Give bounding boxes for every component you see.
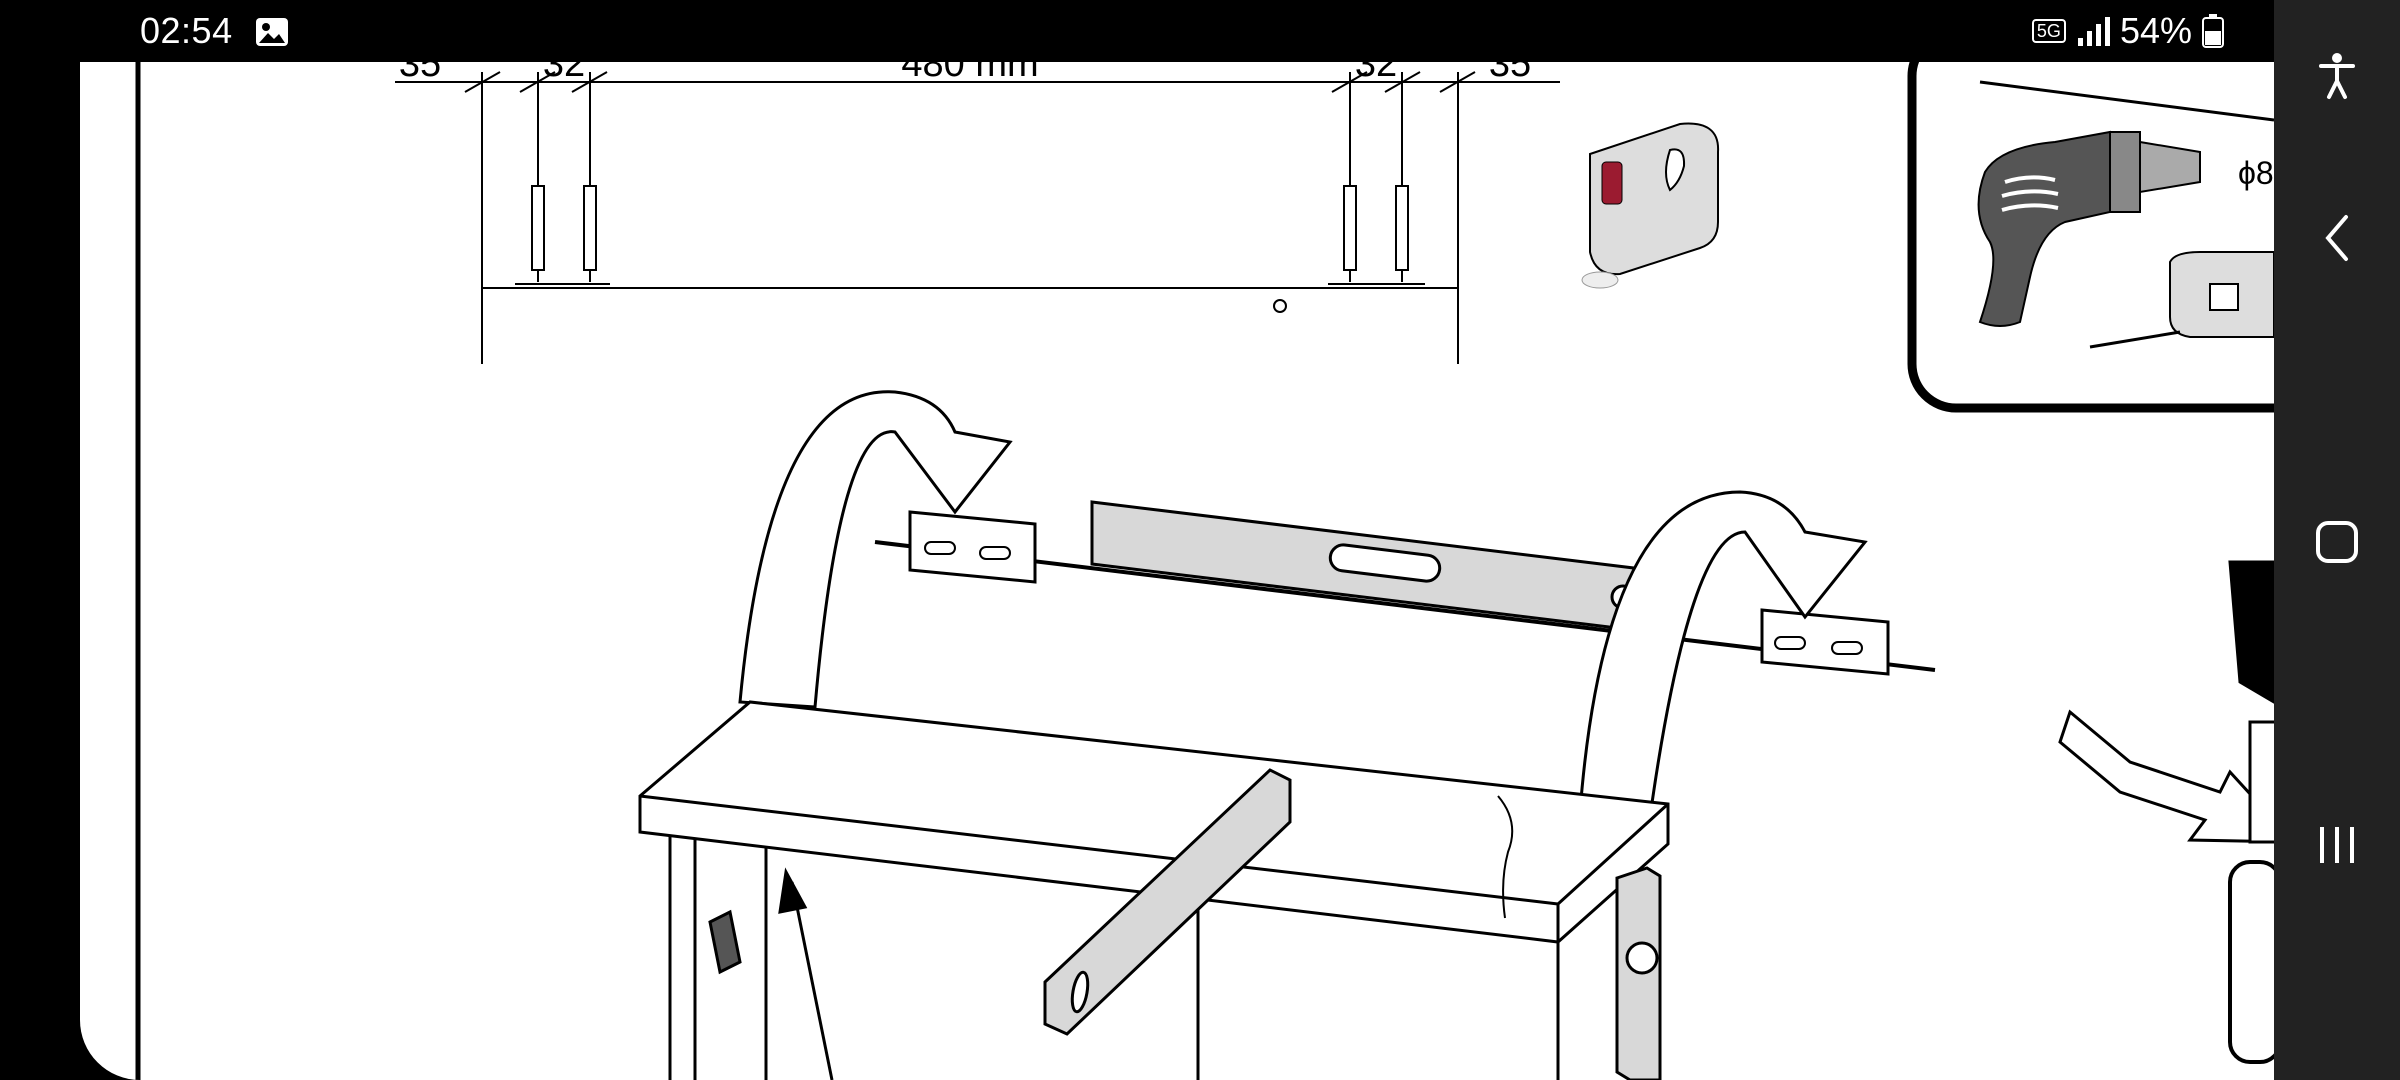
cabinet-illustration — [638, 700, 1670, 1080]
recents-icon — [2320, 827, 2354, 863]
tape-measure-illustration — [1581, 122, 1720, 289]
recents-button[interactable] — [2274, 795, 2400, 895]
accessibility-button[interactable] — [2274, 26, 2400, 126]
manual-page[interactable]: 35 32 480 mm 32 35 — [80, 62, 2274, 1080]
signal-bars-icon — [2077, 17, 2110, 46]
dimension-drawing — [395, 71, 1560, 364]
document-viewer[interactable]: 35 32 480 mm 32 35 — [0, 62, 2274, 1080]
drill-bit-size: ϕ8 — [2238, 155, 2274, 191]
battery-icon — [2202, 14, 2224, 48]
battery-percent: 54% — [2119, 10, 2192, 51]
status-bar: 02:54 5G 54% — [0, 0, 2274, 62]
back-chevron-icon — [2325, 215, 2348, 261]
navigation-bar — [2274, 0, 2400, 1080]
drill-inset-panel: ϕ8 — [1907, 62, 2274, 413]
status-time: 02:54 — [140, 10, 233, 51]
image-icon — [256, 18, 289, 46]
back-button[interactable] — [2274, 188, 2400, 288]
dim-right-inner: 32 — [1355, 62, 1397, 85]
dim-left-outer: 35 — [399, 62, 441, 85]
dim-left-inner: 32 — [543, 62, 585, 85]
assembly-diagram: 35 32 480 mm 32 35 — [135, 62, 2274, 1080]
dim-center: 480 mm — [901, 62, 1038, 85]
home-button[interactable] — [2274, 492, 2400, 592]
direction-arrows — [2058, 560, 2274, 1064]
network-type: 5G — [2031, 19, 2066, 43]
home-square-icon — [2316, 521, 2358, 563]
dim-right-outer: 35 — [1489, 62, 1531, 85]
accessibility-icon — [2319, 53, 2355, 99]
wall-line-illustration — [738, 390, 1936, 819]
